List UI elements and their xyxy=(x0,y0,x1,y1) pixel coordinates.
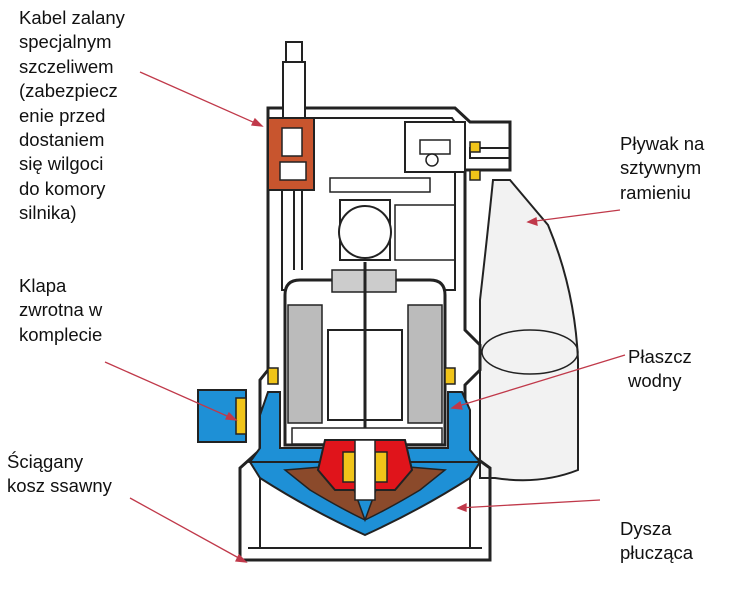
label-line: Dysza xyxy=(620,518,672,539)
label-line: Klapa xyxy=(19,275,67,296)
leader-lines xyxy=(104,71,626,563)
leader-water-jacket xyxy=(451,354,626,409)
label-line: dostaniem xyxy=(19,129,105,151)
label-line: enie przed xyxy=(19,104,106,126)
leader-strainer xyxy=(129,497,247,563)
cable-gland xyxy=(267,41,315,270)
label-float: Pływak na sztywnym ramieniu xyxy=(620,132,704,205)
label-line: (zabezpiecz xyxy=(19,80,118,102)
leader-cable xyxy=(139,71,263,127)
label-line: komplecie xyxy=(19,323,103,345)
label-line: Pływak na xyxy=(620,133,705,154)
label-check-valve: Klapa zwrotna w komplecie xyxy=(19,274,102,347)
label-nozzle: Dysza płucząca xyxy=(620,517,693,566)
label-strainer: Ściągany kosz ssawny xyxy=(7,450,112,499)
label-line: ramieniu xyxy=(620,181,691,203)
motor xyxy=(283,262,447,470)
mechanical-seal xyxy=(267,367,456,501)
float-assembly xyxy=(469,147,579,482)
label-line: zwrotna w xyxy=(19,299,103,321)
leader-float xyxy=(527,209,621,223)
cable-end xyxy=(285,41,303,63)
label-line: Ściągany xyxy=(7,451,84,472)
switch-ring xyxy=(469,141,481,153)
label-line: specjalnym xyxy=(19,31,112,53)
label-line: Kabel zalany xyxy=(19,7,125,28)
label-line: szczeliwem xyxy=(19,55,114,77)
check-valve-flap xyxy=(235,397,247,435)
cable xyxy=(282,61,306,121)
label-line: silnika) xyxy=(19,202,77,224)
label-line: się wilgoci xyxy=(19,153,104,175)
float-rim xyxy=(481,329,579,375)
leader-check-valve xyxy=(104,361,237,421)
label-cable-seal: Kabel zalany specjalnym szczeliwem (zabe… xyxy=(19,6,125,226)
label-line: płucząca xyxy=(620,542,694,564)
stator-left xyxy=(287,304,323,424)
label-water-jacket: Płaszcz wodny xyxy=(628,345,692,394)
label-line: do komory xyxy=(19,177,106,199)
label-line: sztywnym xyxy=(620,157,702,179)
switch-ring xyxy=(469,169,481,181)
leader-nozzle xyxy=(457,499,601,509)
label-line: wodny xyxy=(628,370,682,392)
stator-right xyxy=(407,304,443,424)
label-line: kosz ssawny xyxy=(7,475,112,497)
float-switch xyxy=(329,121,481,193)
arrowhead xyxy=(250,117,264,127)
label-line: Płaszcz xyxy=(628,346,692,367)
capacitor xyxy=(338,199,456,261)
